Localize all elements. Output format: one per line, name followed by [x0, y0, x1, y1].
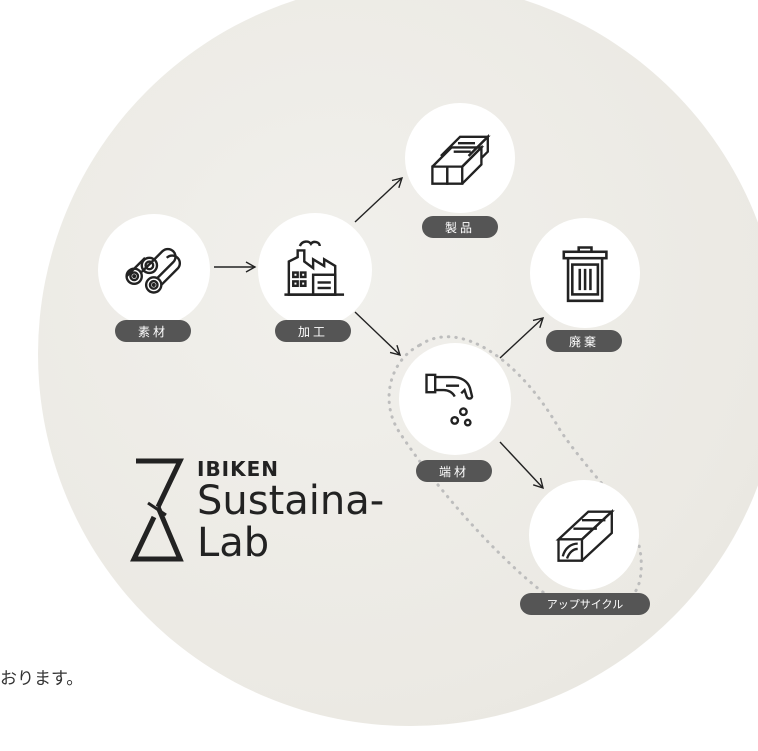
factory-icon [284, 240, 344, 296]
arrow-process-to-product [354, 177, 404, 223]
node-waste [530, 218, 640, 328]
node-processing [258, 213, 372, 327]
hand-dropping-icon [425, 373, 474, 427]
hourglass-logo-icon [130, 458, 184, 562]
node-upcycle [529, 480, 639, 590]
arrow-process-to-offcut [354, 311, 402, 356]
caption-text: おります。 [0, 669, 84, 689]
lumber-blocks-icon [431, 133, 491, 185]
logo-brand: IBIKEN [197, 457, 280, 481]
node-raw-material [98, 214, 210, 326]
arrow-offcut-to-upcycle [499, 441, 544, 490]
arrow-offcut-to-waste [499, 317, 545, 359]
node-label-upcycle: アップサイクル [520, 593, 650, 615]
trash-can-icon [562, 246, 608, 302]
node-label-offcut: 端材 [416, 460, 492, 482]
logs-icon [125, 248, 182, 294]
node-product [405, 103, 515, 213]
node-offcut [399, 343, 511, 455]
logo-name-line2: Lab [197, 520, 270, 566]
logo-name-line1: Sustaina- [197, 478, 385, 524]
node-label-processing: 加工 [275, 320, 351, 342]
node-label-raw-material: 素材 [115, 320, 191, 342]
node-label-product: 製品 [422, 216, 498, 238]
wood-beam-icon [555, 508, 615, 562]
sustaina-lab-logo: IBIKEN Sustaina- Lab [126, 455, 396, 575]
node-label-waste: 廃棄 [546, 330, 622, 352]
